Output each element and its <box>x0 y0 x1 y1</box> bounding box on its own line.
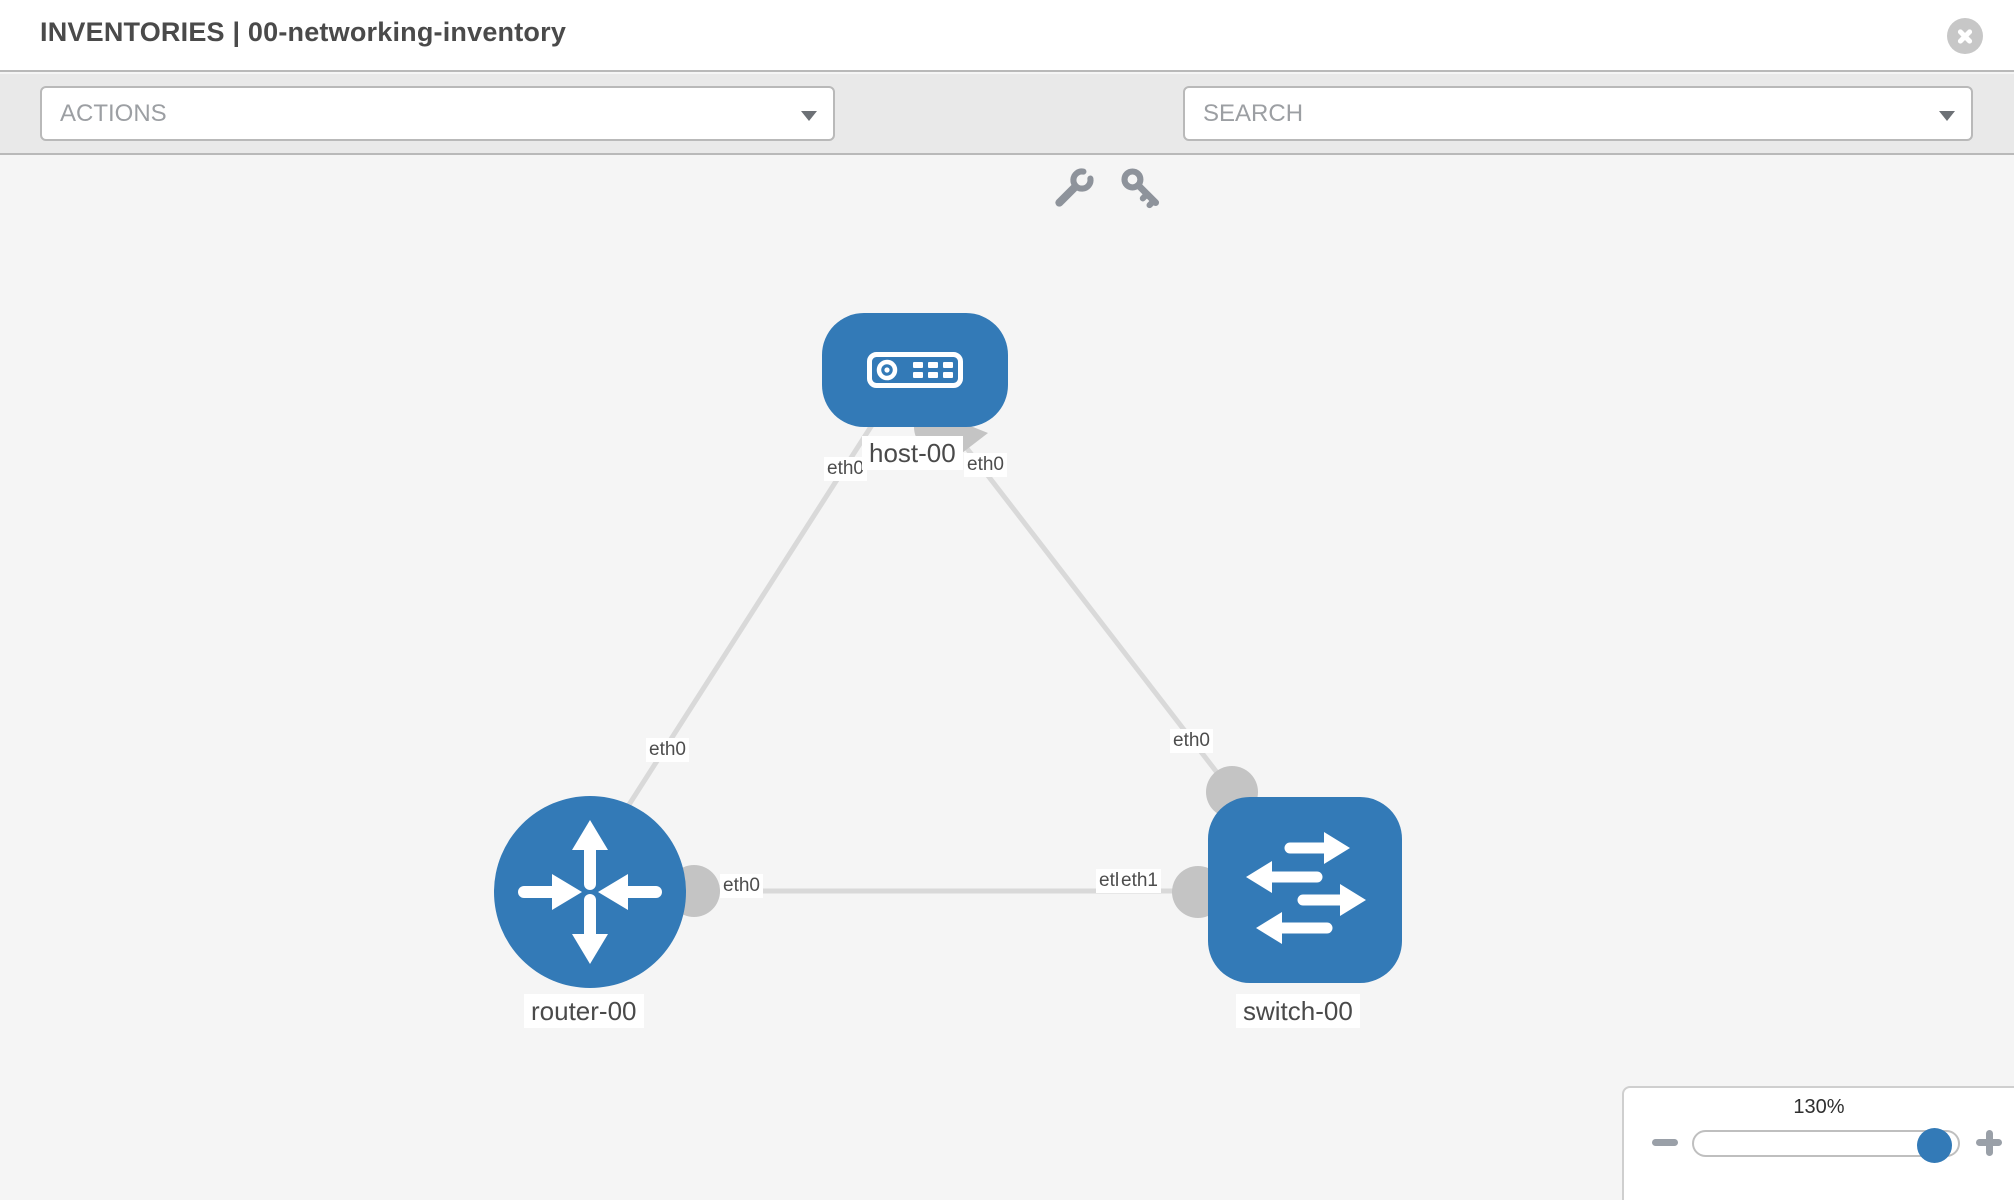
close-button[interactable] <box>1947 18 1983 54</box>
credentials-button[interactable] <box>1119 166 1163 210</box>
minus-icon <box>1652 1139 1678 1146</box>
port-label-switch-top: eth0 <box>1170 729 1213 753</box>
zoom-panel: 130% <box>1622 1086 2014 1200</box>
zoom-slider-thumb[interactable] <box>1917 1128 1952 1163</box>
topology-links-layer <box>597 401 1258 918</box>
node-switch-00[interactable] <box>1208 797 1402 983</box>
key-icon <box>1121 168 1160 209</box>
port-label-router-top: eth0 <box>646 738 689 762</box>
chevron-down-icon <box>801 111 817 121</box>
search-dropdown-label: SEARCH <box>1203 99 1304 127</box>
header: INVENTORIES | 00-networking-inventory <box>0 0 2014 72</box>
zoom-out-button[interactable] <box>1650 1128 1680 1158</box>
chevron-down-icon <box>1939 111 1955 121</box>
configure-button[interactable] <box>1052 166 1096 210</box>
page-title: INVENTORIES | 00-networking-inventory <box>40 17 567 47</box>
link-host-router[interactable] <box>597 423 875 852</box>
node-label-switch-00: switch-00 <box>1236 994 1360 1028</box>
node-host-00[interactable] <box>822 313 1008 427</box>
node-label-host-00: host-00 <box>862 436 963 470</box>
zoom-level-value: 130% <box>1793 1096 1845 1118</box>
node-router-00[interactable] <box>494 796 686 988</box>
node-label-router-00: router-00 <box>524 994 644 1028</box>
plus-icon <box>1985 1130 1993 1156</box>
port-label-host-left: eth0 <box>824 457 867 481</box>
search-dropdown[interactable]: SEARCH <box>1183 86 1973 141</box>
zoom-slider-track[interactable] <box>1692 1128 1960 1163</box>
topology-canvas[interactable]: eth0 eth0 eth0 eth0 eth0 eth0 eth1 host-… <box>0 155 2014 1200</box>
toolbar: ACTIONS SEARCH <box>0 74 2014 209</box>
port-label-router-right: eth0 <box>720 874 763 898</box>
port-label-switch-left-front: eth1 <box>1118 869 1161 893</box>
actions-dropdown-label: ACTIONS <box>60 99 167 127</box>
actions-dropdown[interactable]: ACTIONS <box>40 86 835 141</box>
port-label-host-right: eth0 <box>964 453 1007 477</box>
switch-icon <box>1246 832 1366 944</box>
wrench-icon <box>1055 168 1094 207</box>
link-arrowhead <box>958 421 988 453</box>
host-icon <box>867 352 963 388</box>
router-icon <box>518 820 662 964</box>
zoom-in-button[interactable] <box>1974 1128 2004 1158</box>
